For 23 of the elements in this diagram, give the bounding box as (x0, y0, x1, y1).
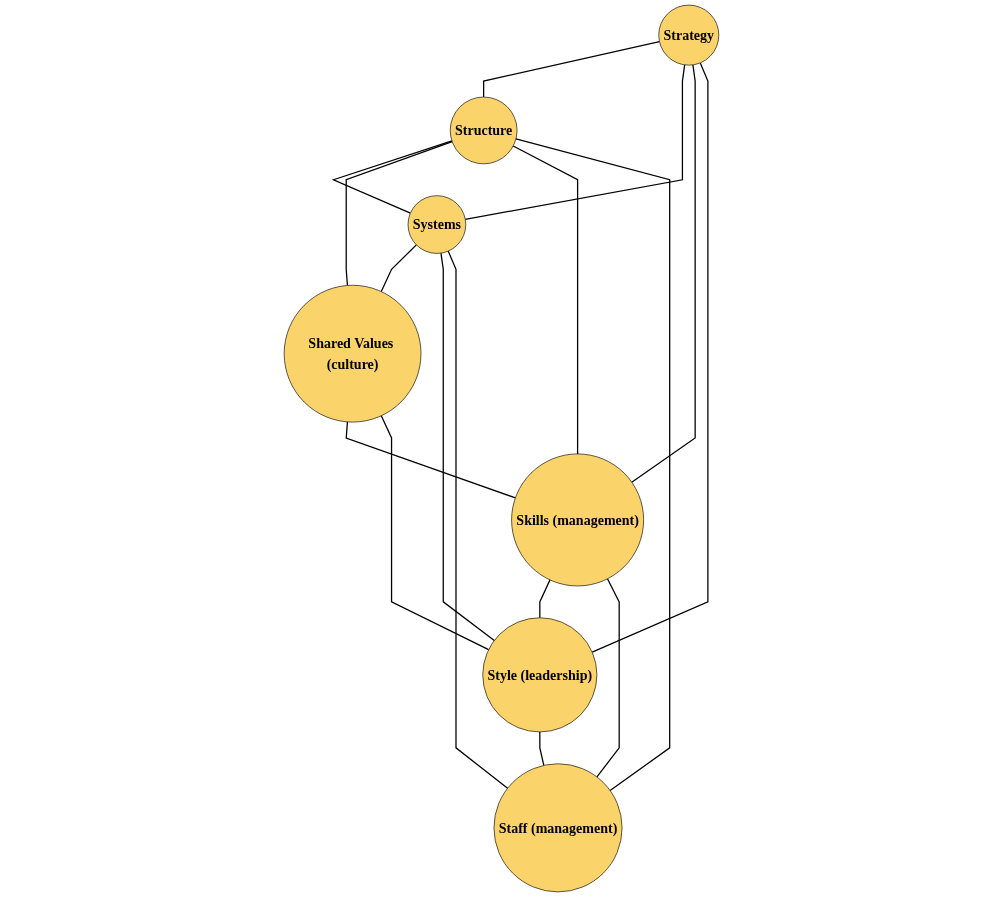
connector (483, 41, 661, 98)
node-circle: Strategy (658, 4, 720, 66)
connector (447, 250, 509, 789)
node-circle: Style (leadership) (482, 617, 598, 733)
node-circle: Shared Values (culture) (283, 284, 422, 423)
connector (539, 731, 545, 766)
connector (440, 252, 495, 642)
node-circle: Structure (449, 96, 518, 165)
connector (596, 578, 620, 778)
connector (631, 64, 696, 483)
connector (512, 145, 579, 455)
connector (464, 64, 686, 220)
connector (539, 579, 551, 619)
node-circle: Systems (407, 195, 467, 254)
connector (515, 138, 671, 792)
connector (345, 421, 516, 499)
connector (331, 140, 453, 214)
node-circle: Staff (management) (493, 763, 623, 893)
connector (380, 244, 417, 293)
connector (380, 415, 490, 651)
connector (345, 141, 453, 287)
node-circle: Skills (management) (511, 453, 644, 587)
connector (591, 62, 709, 653)
